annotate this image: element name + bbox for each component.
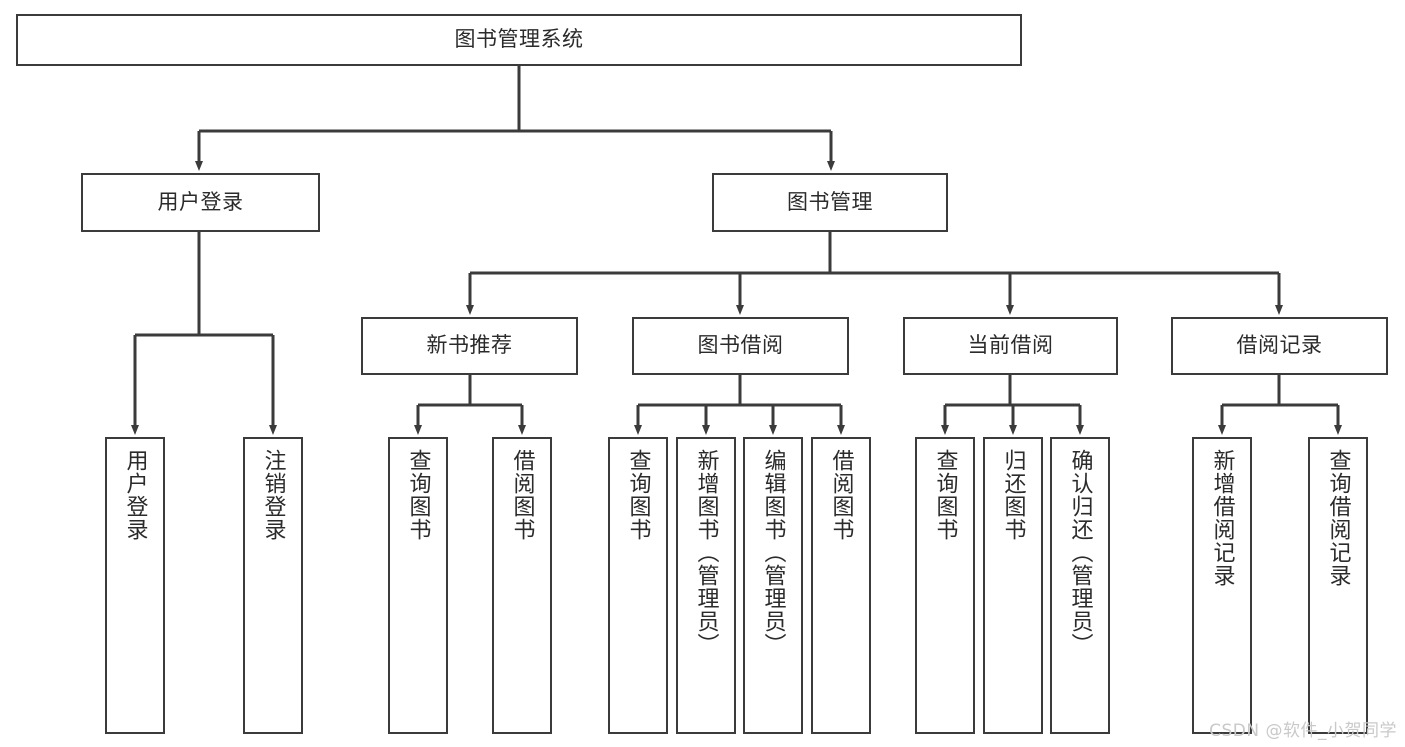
node-leaf-confirm-return-label: 确认归还（管理员） <box>1067 449 1093 656</box>
node-user-login-label: 用户登录 <box>157 189 244 214</box>
node-leaf-borrow-book-1[interactable]: 借阅图书 <box>492 437 552 734</box>
node-leaf-borrow-book-2-label: 借阅图书 <box>828 449 854 541</box>
node-current-borrow-label: 当前借阅 <box>967 333 1054 358</box>
node-leaf-query-record[interactable]: 查询借阅记录 <box>1308 437 1368 734</box>
node-leaf-query-book-2[interactable]: 查询图书 <box>608 437 668 734</box>
node-leaf-user-logout-label: 注销登录 <box>260 449 286 541</box>
node-borrow-record[interactable]: 借阅记录 <box>1171 317 1388 375</box>
node-leaf-edit-book-label: 编辑图书（管理员） <box>760 449 786 656</box>
node-book-borrow-label: 图书借阅 <box>697 333 784 358</box>
node-leaf-query-book-3[interactable]: 查询图书 <box>915 437 975 734</box>
node-leaf-add-book[interactable]: 新增图书（管理员） <box>676 437 736 734</box>
node-leaf-user-logout[interactable]: 注销登录 <box>243 437 303 734</box>
node-root-label: 图书管理系统 <box>454 27 584 52</box>
node-leaf-add-book-label: 新增图书（管理员） <box>693 449 719 656</box>
node-leaf-add-record-label: 新增借阅记录 <box>1209 449 1235 587</box>
node-leaf-query-book-3-label: 查询图书 <box>932 449 958 541</box>
node-root[interactable]: 图书管理系统 <box>16 14 1022 66</box>
node-new-book-recommend[interactable]: 新书推荐 <box>361 317 578 375</box>
node-leaf-user-login-label: 用户登录 <box>122 449 148 541</box>
node-leaf-return-book-label: 归还图书 <box>1000 449 1026 541</box>
node-current-borrow[interactable]: 当前借阅 <box>903 317 1118 375</box>
node-leaf-query-book-1[interactable]: 查询图书 <box>388 437 448 734</box>
node-leaf-add-record[interactable]: 新增借阅记录 <box>1192 437 1252 734</box>
node-book-borrow[interactable]: 图书借阅 <box>632 317 849 375</box>
node-leaf-confirm-return[interactable]: 确认归还（管理员） <box>1050 437 1110 734</box>
watermark-text: CSDN @软件_小贺同学 <box>1209 721 1397 741</box>
node-leaf-query-record-label: 查询借阅记录 <box>1325 449 1351 587</box>
node-user-login[interactable]: 用户登录 <box>81 173 320 232</box>
node-borrow-record-label: 借阅记录 <box>1236 333 1323 358</box>
node-leaf-borrow-book-1-label: 借阅图书 <box>509 449 535 541</box>
node-leaf-edit-book[interactable]: 编辑图书（管理员） <box>743 437 803 734</box>
node-leaf-user-login[interactable]: 用户登录 <box>105 437 165 734</box>
node-book-manage[interactable]: 图书管理 <box>712 173 948 232</box>
node-book-manage-label: 图书管理 <box>787 189 873 214</box>
node-leaf-query-book-2-label: 查询图书 <box>625 449 651 541</box>
node-leaf-query-book-1-label: 查询图书 <box>405 449 431 541</box>
node-new-book-recommend-label: 新书推荐 <box>426 333 513 358</box>
node-leaf-borrow-book-2[interactable]: 借阅图书 <box>811 437 871 734</box>
node-leaf-return-book[interactable]: 归还图书 <box>983 437 1043 734</box>
